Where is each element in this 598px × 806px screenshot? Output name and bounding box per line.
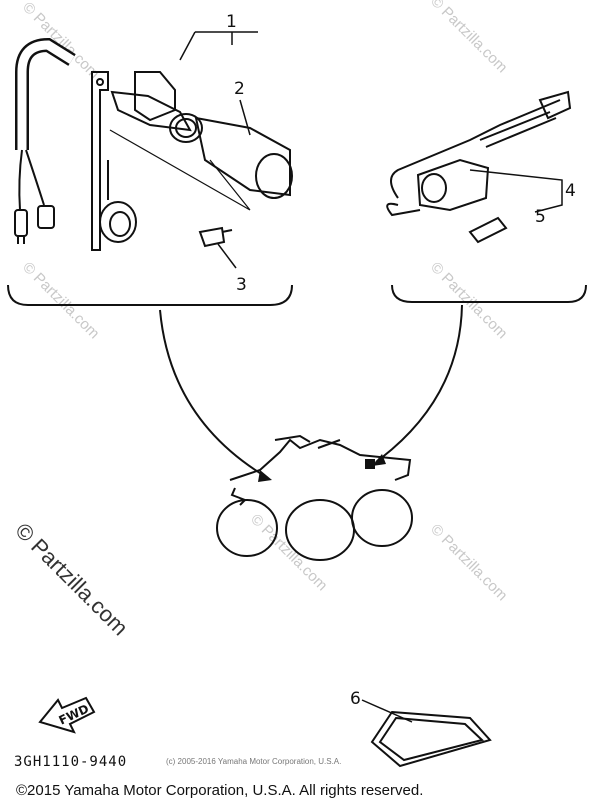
- callout-5: 5: [535, 207, 546, 227]
- watermark: © Partzilla.com: [427, 0, 510, 76]
- small-copyright: (c) 2005-2016 Yamaha Motor Corporation, …: [166, 757, 341, 766]
- fwd-arrow: FWD: [38, 696, 96, 734]
- callout-4: 4: [565, 181, 576, 201]
- watermarks: © Partzilla.com © Partzilla.com © Partzi…: [10, 0, 510, 640]
- callout-6: 6: [350, 689, 361, 709]
- part-code: 3GH1110-9440: [14, 754, 127, 770]
- left-assembly: [14, 37, 293, 251]
- callout-3: 3: [236, 275, 247, 295]
- watermark: © Partzilla.com: [427, 521, 510, 604]
- arrowhead-left: [258, 470, 272, 482]
- watermark: © Partzilla.com: [19, 259, 102, 342]
- left-group-bracket: [7, 284, 293, 306]
- right-assembly: [386, 90, 572, 244]
- callout-1: 1: [226, 12, 237, 32]
- callout-2: 2: [234, 79, 245, 99]
- leader-arrow-right: [375, 304, 463, 463]
- watermark: © Partzilla.com: [427, 259, 510, 342]
- copyright-notice: ©2015 Yamaha Motor Corporation, U.S.A. A…: [16, 782, 423, 799]
- label-pad: [370, 710, 492, 768]
- leader-arrow-left: [159, 309, 269, 479]
- right-group-bracket: [391, 284, 587, 303]
- large-watermark: © Partzilla.com: [10, 518, 133, 641]
- atv-outline: [216, 434, 413, 561]
